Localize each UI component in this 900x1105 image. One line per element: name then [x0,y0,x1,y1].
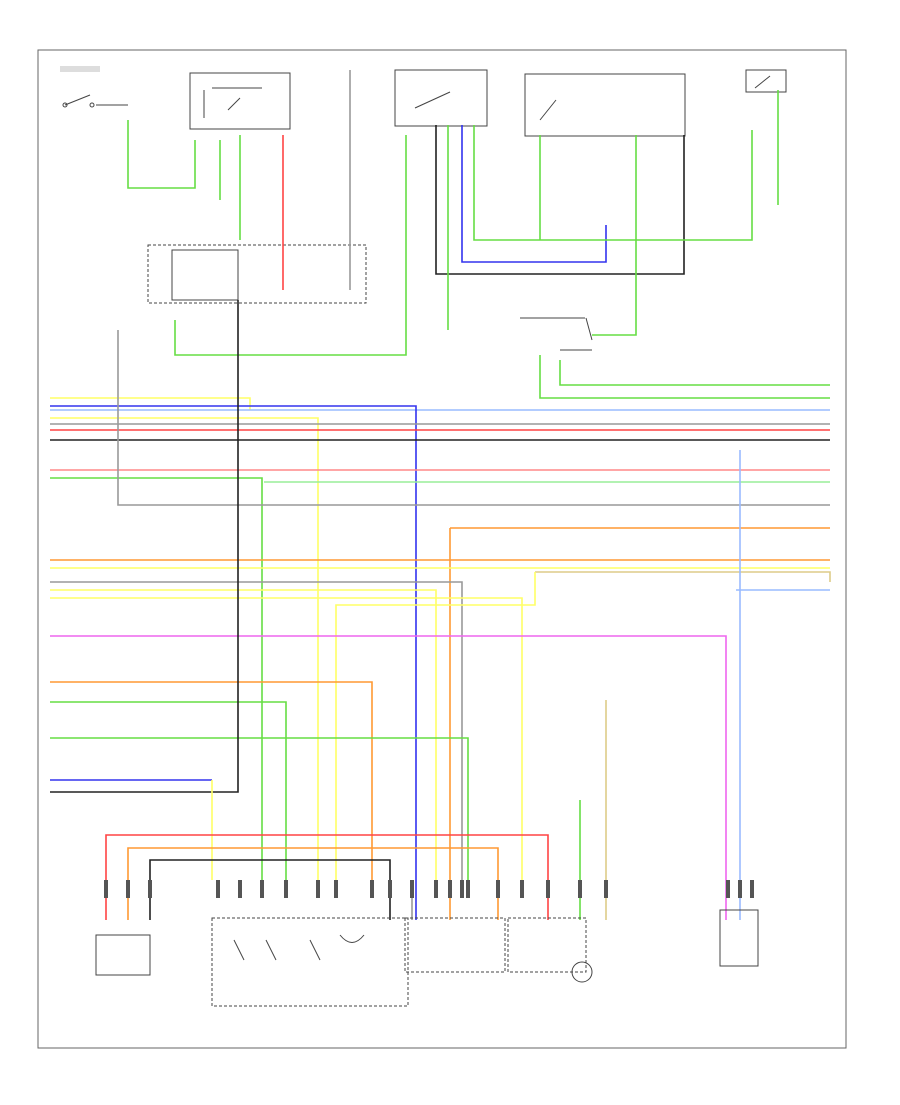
connector-pin-2 [148,880,152,898]
top-left-switch-label-block [60,66,100,72]
bottom-components [95,909,759,1007]
wire-green-9 [473,125,753,241]
connector-pin-15 [466,880,470,898]
wire-green-40 [50,737,469,880]
connector-pin-22 [738,880,742,898]
relay-box-3 [524,73,686,137]
wire-green-23 [50,477,263,880]
connector-pin-9 [370,880,374,898]
relay-box-1-switch [203,87,262,118]
connector-pin-8 [334,880,338,898]
connector-pin-13 [448,880,452,898]
connector-pin-21 [726,880,730,898]
wires-layer [50,70,831,920]
connector-pin-20 [604,880,608,898]
connector-pin-11 [410,880,414,898]
connector-pin-19 [578,880,582,898]
relay-box-2 [394,69,488,127]
connector-pin-6 [284,880,288,898]
wire-green-14 [559,360,830,386]
connector-pin-10 [388,880,392,898]
connector-pin-3 [216,880,220,898]
middle-module [147,244,367,304]
connector-pin-14 [460,880,464,898]
wire-yellow-18 [50,417,319,880]
wire-green-11 [592,135,637,336]
wire-blue-7 [461,125,607,263]
wire-green-39 [50,701,287,880]
diagram-border [37,49,847,1049]
connector-pin-1 [126,880,130,898]
connector-pin-23 [750,880,754,898]
wire-orange-38 [50,681,373,880]
bottom-right-component [507,917,587,973]
wire-yellow-31 [50,589,437,880]
connector-pin-5 [260,880,264,898]
top-components [60,66,787,137]
wire-black-6 [435,125,685,275]
far-right-connector [719,909,759,967]
connector-pin-17 [520,880,524,898]
motor-symbol [571,961,593,983]
bottom-left-component [95,934,151,976]
middle-module-inner [171,249,239,301]
connector-pin-4 [238,880,242,898]
wire-blue-17 [50,405,417,920]
right-middle-switch [520,317,593,351]
relay-box-4 [745,69,787,93]
wire-green-0 [127,120,196,189]
wire-violet-37 [50,635,727,920]
wire-black-42 [50,300,239,793]
connector-pin-16 [496,880,500,898]
wire-yellow-15 [50,397,251,410]
control-panel-box [211,917,409,1007]
connector-pin-12 [434,880,438,898]
connector-pin-0 [104,880,108,898]
wire-black-46 [149,859,391,920]
connector-pin-7 [316,880,320,898]
wire-tan-33 [535,571,831,582]
wire-green-5 [174,135,407,356]
wire-yellow-34 [335,572,536,880]
relay-box-1 [189,72,291,130]
wire-orange-45 [127,847,499,920]
wire-green-13 [539,355,830,399]
wire-gray-30 [50,581,463,880]
bottom-center-component [404,917,506,973]
top-left-switch [60,66,128,108]
wire-gray-25 [117,330,830,506]
connector-pin-18 [546,880,550,898]
wire-yellow-32 [50,597,523,880]
wire-red-44 [105,834,549,920]
